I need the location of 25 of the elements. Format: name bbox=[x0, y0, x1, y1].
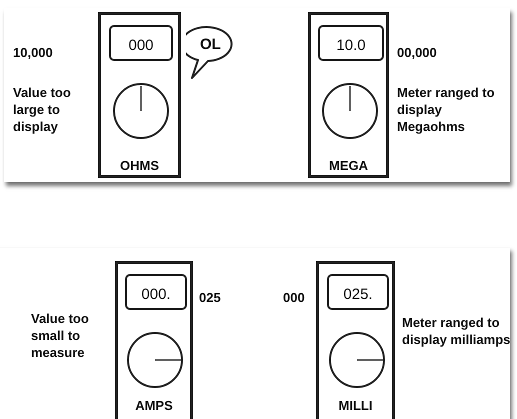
meter-box bbox=[115, 261, 193, 419]
value-label: 10,000 bbox=[13, 44, 53, 61]
display-screen bbox=[109, 25, 173, 61]
display-screen bbox=[125, 274, 187, 310]
note-text: Value too large to display bbox=[13, 84, 72, 135]
display-reading: 000. bbox=[141, 286, 171, 302]
note-text: Value too small to measure bbox=[31, 310, 90, 361]
display-reading: 10.0 bbox=[336, 36, 366, 54]
display-reading: 000 bbox=[128, 36, 154, 54]
range-label: AMPS bbox=[134, 398, 174, 413]
meter-box bbox=[308, 12, 389, 178]
display-reading: 025. bbox=[343, 286, 373, 302]
display-screen bbox=[318, 25, 384, 61]
note-text: Meter ranged to display milliamps bbox=[402, 314, 512, 348]
range-label: MILLI bbox=[338, 398, 374, 413]
display-screen bbox=[327, 274, 389, 310]
value-label: 025 bbox=[199, 289, 221, 306]
bubble-text: OL bbox=[200, 36, 221, 53]
value-label: 000 bbox=[283, 289, 305, 306]
note-text: Meter ranged to display Megaohms bbox=[397, 84, 496, 135]
value-label: 00,000 bbox=[397, 44, 437, 61]
range-label: MEGA bbox=[328, 158, 369, 173]
range-label: OHMS bbox=[119, 158, 160, 173]
meter-box bbox=[98, 12, 181, 178]
meter-box bbox=[316, 261, 395, 419]
